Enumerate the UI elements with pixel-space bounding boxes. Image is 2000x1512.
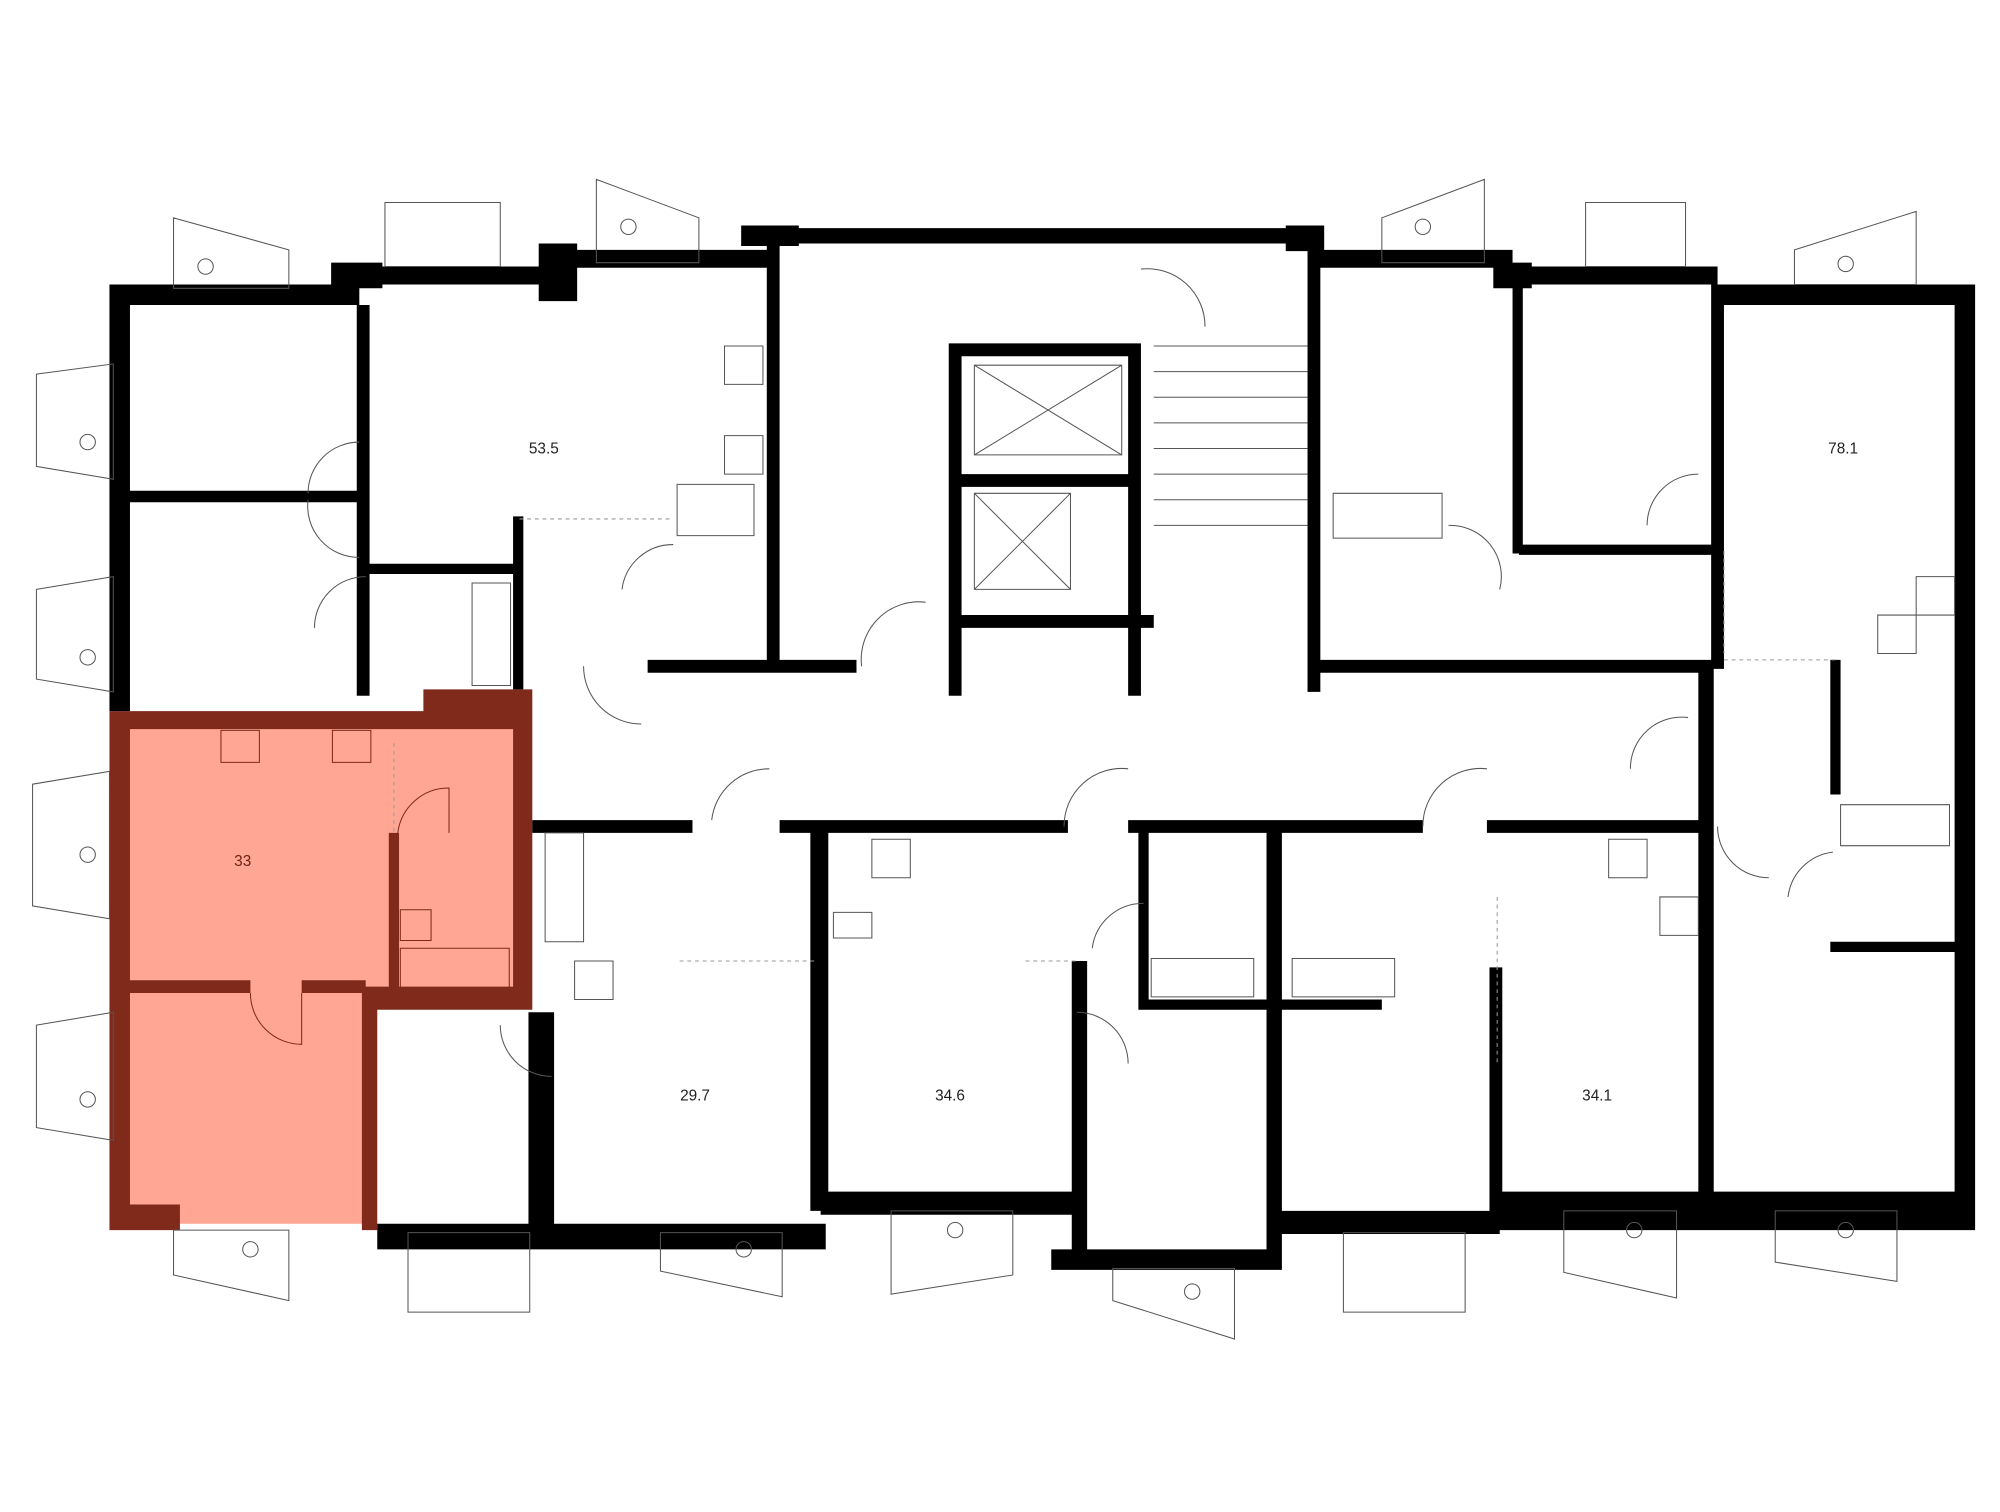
apartment-33[interactable]: 33 (109, 689, 533, 1231)
fixtures (32, 178, 1956, 1340)
bathtubs (471, 483, 1950, 998)
fan-icon (79, 218, 1854, 1300)
doors (307, 268, 1833, 1077)
apartment-33-fixtures (220, 729, 510, 1045)
zone-dividers (519, 518, 1840, 1064)
apartment-area-label: 29.7 (680, 1088, 710, 1105)
apartment-53-5[interactable]: 53.5 (529, 441, 559, 458)
kitchen-units (574, 345, 1956, 1000)
elevators (973, 364, 1123, 590)
apartment-area-label: 34.1 (1582, 1088, 1612, 1105)
apartment-78-1[interactable]: 78.1 (1828, 441, 1858, 458)
apartment-29-7[interactable]: 29.7 (680, 1088, 710, 1105)
apartment-34-6[interactable]: 34.6 (935, 1088, 965, 1105)
apartment-area-label: 78.1 (1828, 441, 1858, 458)
apartment-area-label: 34.6 (935, 1088, 965, 1105)
apartment-area-label: 33 (234, 853, 251, 870)
apartment-area-label: 53.5 (529, 441, 559, 458)
balconies (32, 178, 1917, 1340)
stairs (1153, 345, 1308, 526)
apartment-34-1[interactable]: 34.1 (1582, 1088, 1612, 1105)
apartment-33-fill (128, 717, 529, 1224)
